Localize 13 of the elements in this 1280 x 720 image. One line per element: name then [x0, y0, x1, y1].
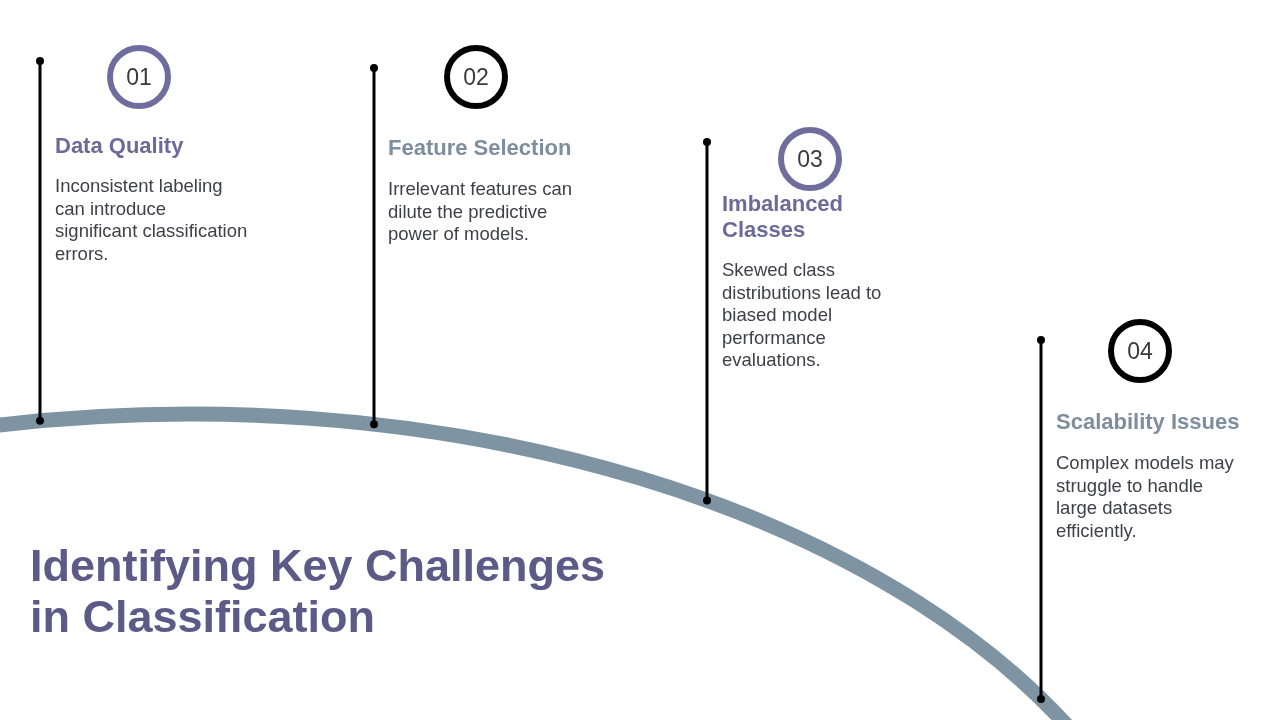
- challenge-description: Irrelevant features can dilute the predictive power of models.: [388, 178, 574, 246]
- slide-title: Identifying Key Challenges in Classification: [30, 540, 607, 642]
- challenge-heading: Data Quality: [55, 133, 184, 159]
- challenge-heading: Imbalanced Classes: [722, 191, 845, 243]
- challenge-description: Skewed class distributions lead to biased model performance evaluations.: [722, 259, 883, 372]
- step-number: 01: [126, 65, 152, 89]
- challenge-description: Complex models may struggle to handle large datasets efficiently.: [1056, 452, 1235, 542]
- step-number: 04: [1127, 339, 1153, 363]
- challenge-description: Inconsistent labeling can introduce significant classification errors.: [55, 175, 249, 265]
- step-number: 02: [463, 65, 489, 89]
- step-number: 03: [797, 147, 823, 171]
- challenge-heading: Feature Selection: [388, 135, 572, 161]
- challenge-heading: Scalability Issues: [1056, 409, 1240, 435]
